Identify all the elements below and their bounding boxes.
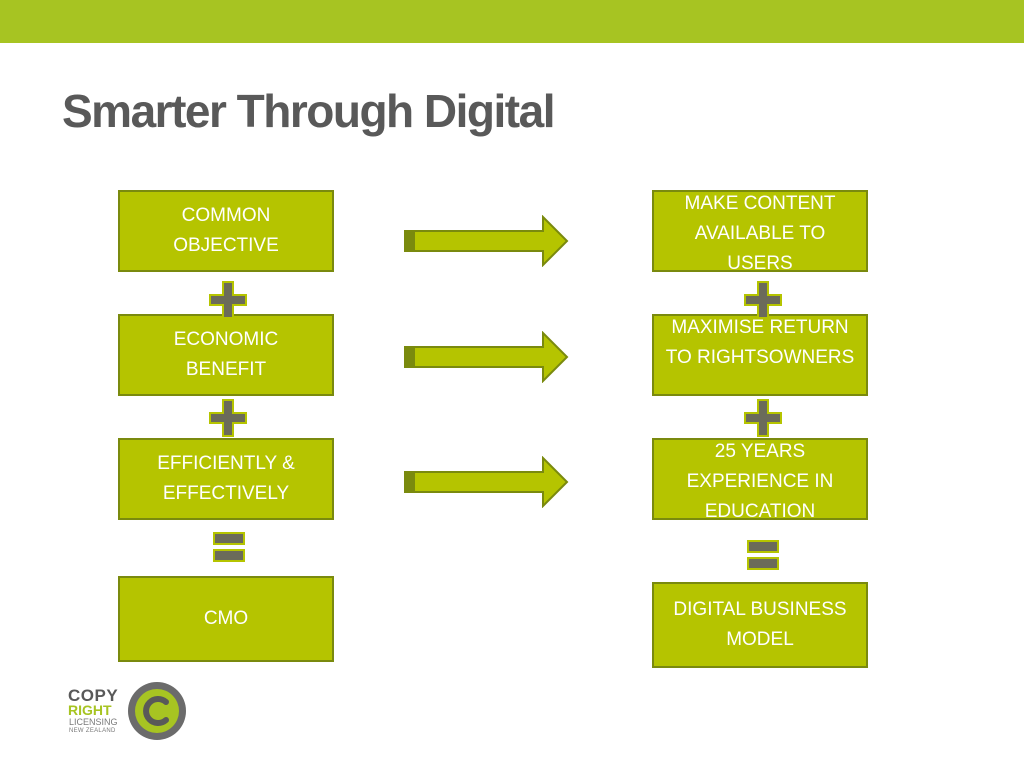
equals-icon — [213, 532, 245, 562]
page-title: Smarter Through Digital — [62, 85, 555, 137]
box-label: DIGITAL BUSINESS MODEL — [673, 599, 847, 650]
box-label: EFFICIENTLY & EFFECTIVELY — [157, 453, 295, 504]
left-box-efficiently-effectively: EFFICIENTLY & EFFECTIVELY — [118, 438, 334, 520]
box-label: 25 YEARS EXPERIENCE IN EDUCATION — [686, 441, 834, 522]
box-label: CMO — [203, 608, 249, 629]
logo-line-licensing: LICENSING — [69, 717, 118, 727]
left-box-common-objective: COMMON OBJECTIVE — [118, 190, 334, 272]
box-label: COMMON OBJECTIVE — [173, 205, 279, 256]
right-arrow-icon — [404, 331, 569, 383]
plus-icon — [744, 281, 782, 319]
plus-icon — [209, 399, 247, 437]
plus-icon — [744, 399, 782, 437]
plus-icon — [209, 281, 247, 319]
right-arrow-icon — [404, 456, 569, 508]
box-label: MAXIMISE RETURN TO RIGHTSOWNERS — [665, 317, 855, 368]
right-box-maximise-return: MAXIMISE RETURN TO RIGHTSOWNERS — [652, 314, 868, 396]
logo-line-copy: COPY — [68, 686, 119, 705]
right-box-25-years-experience: 25 YEARS EXPERIENCE IN EDUCATION — [652, 438, 868, 522]
copyright-licensing-logo: COPY RIGHT LICENSING NEW ZEALAND — [68, 680, 188, 744]
logo-line-new-zealand: NEW ZEALAND — [69, 728, 116, 734]
copyright-c-icon — [128, 682, 186, 740]
top-accent-bar — [0, 0, 1024, 43]
right-box-make-content-available: MAKE CONTENT AVAILABLE TO USERS — [652, 190, 868, 274]
equals-icon — [747, 540, 779, 570]
left-box-cmo: CMO — [118, 576, 334, 662]
box-label: ECONOMIC BENEFIT — [173, 329, 279, 380]
box-label: MAKE CONTENT AVAILABLE TO USERS — [684, 193, 836, 274]
right-arrow-icon — [404, 215, 569, 267]
left-box-economic-benefit: ECONOMIC BENEFIT — [118, 314, 334, 396]
logo-line-right: RIGHT — [68, 702, 112, 718]
right-box-digital-business-model: DIGITAL BUSINESS MODEL — [652, 582, 868, 668]
